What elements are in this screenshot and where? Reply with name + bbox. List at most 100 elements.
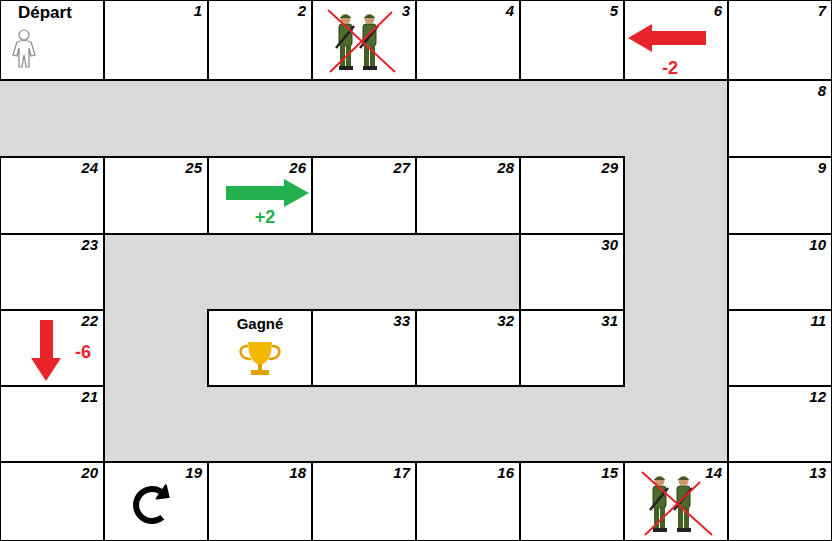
- board-cell: 9: [727, 156, 832, 235]
- cell-ground: [728, 462, 832, 541]
- board-cell: 3: [311, 0, 417, 81]
- board-cell: 4: [415, 0, 521, 81]
- cell-ground: [728, 310, 832, 386]
- cell-number: 27: [393, 159, 410, 176]
- cell-number: 28: [497, 159, 514, 176]
- cell-ground: [0, 234, 104, 310]
- board-cell: 20: [0, 461, 105, 541]
- cell-ground: [520, 310, 624, 386]
- board-cell: Départ: [0, 0, 105, 81]
- cell-number: 2: [298, 2, 306, 19]
- cell-ground: [728, 80, 832, 157]
- cell-ground: [728, 157, 832, 234]
- board-cell: 27: [311, 156, 417, 235]
- board-cell: 2: [207, 0, 313, 81]
- board-cell: 15: [519, 461, 625, 541]
- board-cell: 26 +2: [207, 156, 313, 235]
- cell-ground: [0, 386, 104, 462]
- cell-ground: [416, 0, 520, 80]
- cell-number: 8: [818, 82, 826, 99]
- forward-arrow: [226, 179, 309, 207]
- back-arrow: [31, 320, 61, 381]
- cell-number: 25: [185, 159, 202, 176]
- cell-number: 17: [393, 464, 410, 481]
- soldiers-crossed: [328, 10, 395, 72]
- board-cell: 13: [727, 461, 832, 541]
- soldiers-crossed: [642, 472, 712, 535]
- board-cell: 8: [727, 79, 832, 158]
- board-cell: 31: [519, 309, 625, 387]
- board-cell: 11: [727, 309, 832, 387]
- cell-ground: [728, 386, 832, 462]
- cell-number: 12: [809, 388, 826, 405]
- cell-ground: [520, 234, 624, 310]
- cell-number: 29: [601, 159, 618, 176]
- board-cell: Gagné: [207, 309, 313, 387]
- board-cell: 17: [311, 461, 417, 541]
- cell-number: 5: [610, 2, 618, 19]
- board-cell: 32: [415, 309, 521, 387]
- cell-number: 19: [185, 464, 202, 481]
- cell-number: 15: [601, 464, 618, 481]
- cell-ground: [0, 462, 104, 541]
- cell-number: 23: [81, 236, 98, 253]
- cell-number: 33: [393, 312, 410, 329]
- cell-number: 32: [497, 312, 514, 329]
- board-cell: 1: [103, 0, 209, 81]
- penalty-label: -6: [75, 342, 91, 363]
- board-cell: 21: [0, 385, 105, 463]
- cell-number: 3: [402, 2, 410, 19]
- cell-number: 18: [289, 464, 306, 481]
- cell-number: 26: [289, 159, 306, 176]
- cell-ground: [0, 157, 104, 234]
- cell-ground: [104, 0, 208, 80]
- start-label: Départ: [18, 3, 72, 23]
- cell-ground: [104, 462, 208, 541]
- board-cell: 23: [0, 233, 105, 311]
- board-cell: 33: [311, 309, 417, 387]
- board-cell: 6-2: [623, 0, 729, 81]
- cell-number: 30: [601, 236, 618, 253]
- cell-number: 20: [81, 464, 98, 481]
- cell-number: 13: [809, 464, 826, 481]
- cell-ground: [624, 462, 728, 541]
- cell-ground: [312, 0, 416, 80]
- board-cell: 5: [519, 0, 625, 81]
- board-cell: 14: [623, 461, 729, 541]
- cell-number: 1: [194, 2, 202, 19]
- cell-number: 16: [497, 464, 514, 481]
- cell-ground: [520, 157, 624, 234]
- board-cell: 10: [727, 233, 832, 311]
- finish-label: Gagné: [237, 315, 284, 332]
- cell-ground: [208, 0, 312, 80]
- cell-ground: [312, 310, 416, 386]
- board-cell: 18: [207, 461, 313, 541]
- board-cell: 7: [727, 0, 832, 81]
- cell-number: 21: [81, 388, 98, 405]
- cell-ground: [520, 0, 624, 80]
- cell-number: 11: [810, 312, 826, 329]
- bonus-label: +2: [255, 207, 276, 228]
- cell-number: 31: [601, 312, 618, 329]
- cell-ground: [208, 310, 312, 386]
- board-cell: 22 -6: [0, 309, 105, 387]
- board-cell: 28: [415, 156, 521, 235]
- cell-ground: [416, 310, 520, 386]
- cell-ground: [312, 462, 416, 541]
- cell-ground: [208, 157, 312, 234]
- cell-ground: [728, 234, 832, 310]
- board-cell: 12: [727, 385, 832, 463]
- cell-ground: [0, 310, 104, 386]
- trophy: [241, 342, 280, 375]
- cell-number: 24: [81, 159, 98, 176]
- board-cell: 25: [103, 156, 209, 235]
- replay-symbol: [136, 485, 169, 521]
- board-cell: 19: [103, 461, 209, 541]
- board-cell: 16: [415, 461, 521, 541]
- cell-number: 22: [81, 312, 98, 329]
- cell-number: 10: [809, 236, 826, 253]
